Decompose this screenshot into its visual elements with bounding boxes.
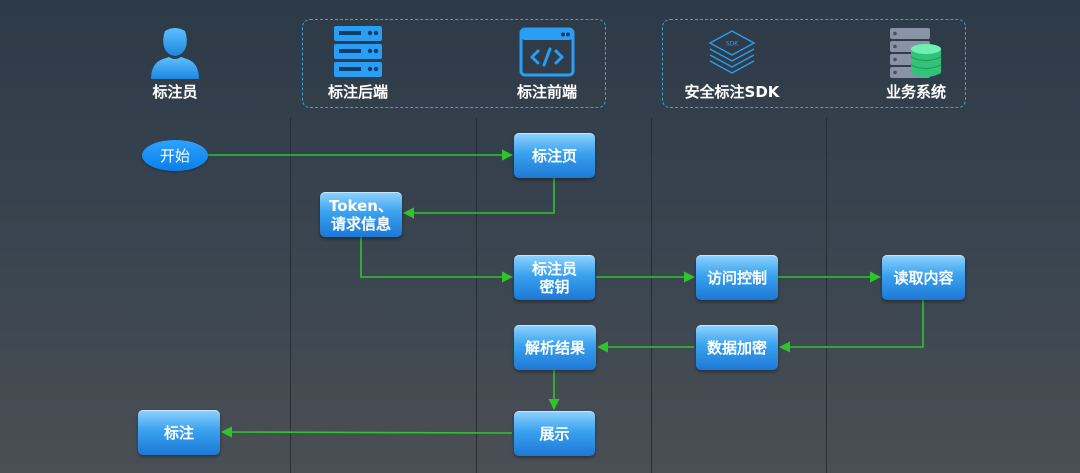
lane-header-frontend: 标注前端 — [497, 22, 597, 104]
annotate-node: 标注 — [138, 410, 220, 455]
lane-label-annotator: 标注员 — [152, 83, 198, 101]
token-request-info-node: Token、 请求信息 — [320, 192, 402, 237]
lane-label-backend: 标注后端 — [327, 83, 388, 101]
arrow-display-to-annotate — [220, 426, 513, 438]
sdk-layers-icon: SDK — [708, 30, 756, 74]
start-node: 开始 — [142, 140, 208, 171]
lane-label-sdk: 安全标注SDK — [684, 83, 780, 101]
arrow-read-content-to-data-encrypt — [778, 300, 924, 353]
lane-header-backend: 标注后端 — [308, 22, 408, 104]
arrow-label-page-to-token — [402, 178, 555, 219]
access-control-node: 访问控制 — [696, 255, 778, 300]
svg-text:SDK: SDK — [726, 41, 739, 48]
person-icon — [151, 28, 199, 79]
lane-header-annotator: 标注员 — [125, 22, 225, 104]
lane-label-business: 业务系统 — [885, 83, 946, 101]
lane-divider-4 — [826, 118, 827, 473]
arrow-token-to-annotator-key — [360, 237, 514, 283]
lane-divider-2 — [476, 118, 477, 473]
lane-header-sdk: SDK 安全标注SDK — [672, 22, 792, 104]
label-page-node: 标注页 — [514, 133, 595, 178]
annotator-key-node: 标注员 密钥 — [514, 255, 595, 300]
frontend-backend-group — [302, 19, 606, 108]
display-node: 展示 — [514, 411, 595, 456]
parse-result-node: 解析结果 — [514, 325, 596, 370]
data-encrypt-node: 数据加密 — [696, 325, 778, 370]
database-server-icon — [890, 28, 942, 78]
lane-divider-3 — [651, 118, 652, 473]
lane-header-business: 业务系统 — [866, 22, 966, 104]
server-rack-icon — [334, 26, 382, 77]
lane-label-frontend: 标注前端 — [516, 83, 577, 101]
lane-divider-1 — [290, 118, 291, 473]
read-content-node: 读取内容 — [882, 255, 965, 300]
browser-code-icon — [519, 27, 575, 77]
sdk-business-group — [662, 19, 966, 108]
